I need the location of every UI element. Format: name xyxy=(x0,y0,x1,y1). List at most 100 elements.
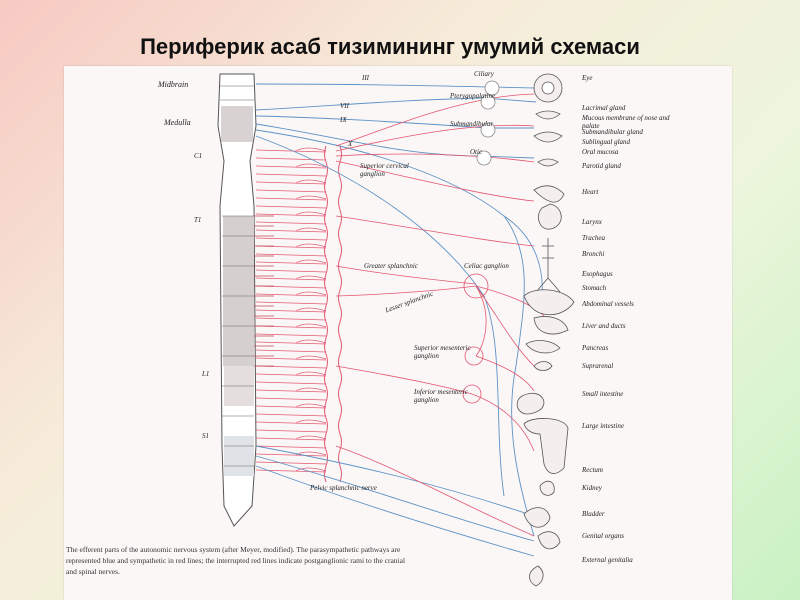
ramus-loop xyxy=(295,147,327,152)
spinal-cord xyxy=(217,73,257,527)
superior-mesenteric-ganglion-label: Superior mesenteric ganglion xyxy=(414,344,471,360)
pelvic-splanchnic-label: Pelvic splanchnic nerve xyxy=(310,484,377,492)
liver-organ xyxy=(533,316,569,335)
segmental-ramus xyxy=(255,213,327,217)
segmental-ramus xyxy=(255,157,327,161)
sacral-parasympathetic-nerves xyxy=(255,445,535,557)
nerve-vii-label: VII xyxy=(340,102,349,110)
bladder-organ xyxy=(523,507,551,528)
ramus-loop xyxy=(295,291,327,296)
eye-pupil xyxy=(541,81,555,95)
t1-label: T1 xyxy=(194,216,202,224)
segmental-ramus xyxy=(255,373,327,377)
ramus-loop xyxy=(295,323,327,328)
lacrimal-organ xyxy=(535,110,561,120)
nerve-ix-label: IX xyxy=(340,116,347,124)
segmental-ramus xyxy=(255,381,327,385)
cranial-parasympathetic-nerves xyxy=(255,83,543,537)
segmental-ramus xyxy=(255,333,327,337)
ramus-loop xyxy=(295,467,327,472)
ramus-loop xyxy=(295,259,327,264)
s1-label: S1 xyxy=(202,432,209,440)
segmental-ramus xyxy=(255,397,327,401)
organ-label: Submandibular gland xyxy=(582,128,643,136)
ramus-loop xyxy=(295,355,327,360)
organ-label: Stomach xyxy=(582,284,607,292)
segmental-ramus xyxy=(255,181,327,185)
segmental-ramus xyxy=(255,389,327,393)
organ-label: Sublingual gland xyxy=(582,138,631,146)
thoracic-region xyxy=(223,216,254,366)
organ-label: Large intestine xyxy=(582,422,624,430)
external-genital-organ xyxy=(529,565,544,587)
segmental-ramus xyxy=(255,357,327,361)
segmental-ramus xyxy=(255,341,327,345)
inferior-mesenteric-ganglion-node xyxy=(462,384,482,404)
segmental-ramus xyxy=(255,309,327,313)
organ-label: Abdominal vessels xyxy=(582,300,634,308)
ramus-loop xyxy=(295,339,327,344)
segmental-ramus xyxy=(255,261,327,265)
celiac-ganglion-node xyxy=(463,273,489,299)
ramus-loop xyxy=(295,419,327,424)
sympathetic-trunk-left xyxy=(324,145,328,483)
segmental-ramus xyxy=(255,189,327,193)
ramus-loop xyxy=(295,195,327,200)
segmental-ramus xyxy=(255,293,327,297)
organ-label: Liver and ducts xyxy=(582,322,626,330)
organ-label: Bladder xyxy=(582,510,605,518)
organ-label: Trachea xyxy=(582,234,605,242)
suprarenal-organ xyxy=(533,361,553,371)
pterygopalatine-label: Pterygopalatine xyxy=(450,92,496,100)
organ-label: Mucous membrane of nose and palate xyxy=(582,114,670,130)
organ-label: Rectum xyxy=(582,466,603,474)
ramus-loop xyxy=(295,307,327,312)
inferior-mesenteric-ganglion-label: Inferior mesenteric ganglion xyxy=(414,388,468,404)
segmental-ramus xyxy=(255,237,327,241)
sympathetic-rami xyxy=(254,147,327,473)
segmental-ramus xyxy=(255,229,327,233)
segmental-ramus xyxy=(255,173,327,177)
diagram-drawing xyxy=(217,73,575,587)
organ-illustrations xyxy=(516,73,575,587)
small-intestine-organ xyxy=(516,393,545,415)
ramus-loop xyxy=(295,243,327,248)
airway-organ xyxy=(535,238,561,293)
celiac-ganglion-label: Celiac ganglion xyxy=(464,262,509,270)
salivary-organ xyxy=(533,131,563,143)
medulla-label: Medulla xyxy=(164,118,191,127)
autonomic-nervous-system-diagram: Midbrain Medulla C1 T1 L1 S1 III VII IX … xyxy=(64,66,732,600)
l1-label: L1 xyxy=(202,370,210,378)
organ-label: Kidney xyxy=(582,484,602,492)
segmental-ramus xyxy=(255,453,327,457)
superior-cervical-ganglion-label: Superior cervical ganglion xyxy=(360,162,409,178)
greater-splanchnic-label: Greater splanchnic xyxy=(364,262,418,270)
pancreas-organ xyxy=(525,340,561,354)
kidney-organ xyxy=(539,480,555,496)
otic-ganglion xyxy=(476,150,492,166)
organ-label: External genitalia xyxy=(582,556,633,564)
otic-label: Otic xyxy=(470,148,483,156)
large-intestine-organ xyxy=(523,418,569,474)
segmental-ramus xyxy=(255,253,327,257)
figure-caption: The efferent parts of the autonomic nerv… xyxy=(66,545,406,576)
organ-label: Eye xyxy=(582,74,593,82)
superior-mesenteric-ganglion-node xyxy=(464,346,484,366)
medulla-region xyxy=(221,106,253,142)
segmental-ramus xyxy=(255,437,327,441)
organ-label: Esophagus xyxy=(582,270,613,278)
segmental-ramus xyxy=(255,317,327,321)
sacral-region xyxy=(224,436,254,476)
organ-label: Heart xyxy=(582,188,599,196)
ciliary-label: Ciliary xyxy=(474,70,494,78)
ramus-loop xyxy=(295,403,327,408)
segmental-ramus xyxy=(255,205,327,209)
organ-label: Pancreas xyxy=(582,344,609,352)
nerve-iii-label: III xyxy=(362,74,369,82)
organ-label: Suprarenal xyxy=(582,362,614,370)
organ-label: Lacrimal gland xyxy=(582,104,626,112)
c1-label: C1 xyxy=(194,152,203,160)
ramus-loop xyxy=(295,227,327,232)
parotid-organ xyxy=(533,185,565,203)
heart-organ xyxy=(538,203,562,230)
